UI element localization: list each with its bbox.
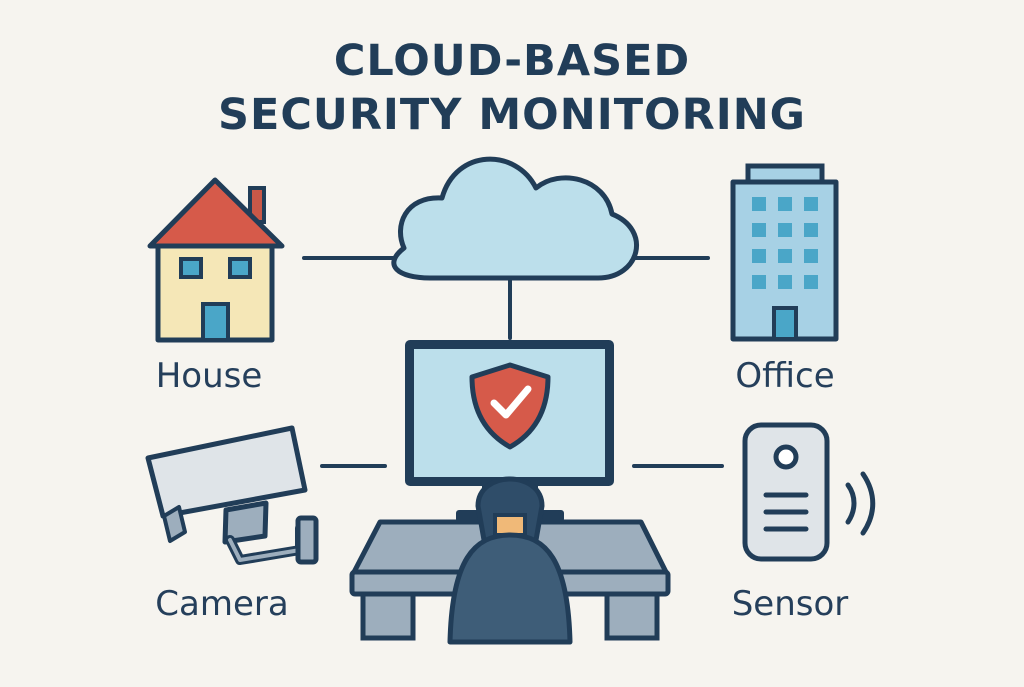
house-window-left	[179, 257, 203, 279]
sensor-label: Sensor	[731, 584, 849, 624]
camera-label: Camera	[155, 584, 289, 624]
office-door	[772, 306, 798, 341]
office-building-icon	[730, 163, 839, 342]
title-line-2: SECURITY MONITORING	[218, 90, 806, 140]
office-label: Office	[735, 356, 835, 396]
sensor-signal-wave-small	[845, 482, 857, 525]
desk-icon	[349, 519, 671, 641]
security-camera-icon	[145, 425, 319, 565]
house-icon	[147, 177, 285, 343]
house-door	[201, 302, 230, 342]
house-label: House	[155, 356, 263, 396]
sensor-signal-wave-large	[860, 471, 876, 536]
security-operator-icon	[447, 476, 573, 645]
title-line-1: CLOUD-BASED	[333, 36, 691, 86]
house-window-right	[228, 257, 252, 279]
page-title: CLOUD-BASED SECURITY MONITORING	[0, 34, 1024, 142]
security-shield-check-icon	[469, 362, 551, 450]
motion-sensor-icon	[742, 422, 876, 562]
cloud-icon	[391, 156, 639, 281]
